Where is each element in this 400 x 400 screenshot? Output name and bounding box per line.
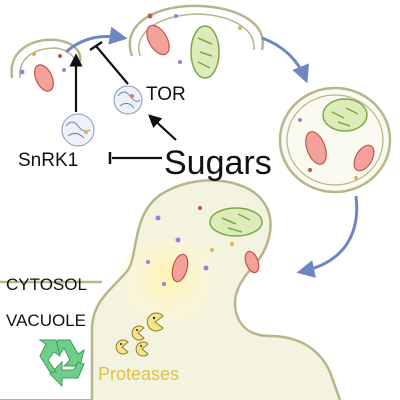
mitochondrion (171, 253, 189, 283)
proteases-label: Proteases (98, 364, 179, 384)
cycle-arrow (296, 195, 359, 278)
protease-icon (146, 312, 164, 332)
mitochondrion (353, 144, 375, 172)
tor-inhibition-line (95, 45, 129, 85)
mitochondrion (146, 24, 170, 56)
chloroplast (322, 98, 368, 132)
protein-complex-icon (61, 113, 95, 147)
autophagosome (278, 86, 392, 194)
protease-icon (115, 339, 129, 355)
mitochondrion (305, 131, 327, 165)
sugars-label: Sugars (164, 144, 272, 182)
phagophore-stage-2 (128, 4, 265, 79)
protease-icon (131, 325, 145, 341)
sugars-to-tor-arrow (148, 114, 177, 141)
recycle-icon (38, 339, 85, 388)
cycle-arrow (261, 36, 310, 84)
tor-inhibition-bar (89, 40, 103, 52)
cytosol-label: CYTOSOL (6, 275, 87, 294)
chloroplast (190, 25, 220, 79)
snrk1-label: SnRK1 (18, 150, 78, 171)
chloroplast (209, 207, 263, 237)
phagophore-stage-1 (10, 38, 82, 92)
mitochondrion (244, 250, 260, 274)
tor-label: TOR (146, 84, 186, 105)
cycle-arrow (65, 26, 128, 54)
vacuole-label: VACUOLE (6, 311, 86, 330)
mitochondrion (34, 64, 54, 92)
protease-icon (135, 341, 149, 357)
protein-complex-icon (113, 85, 143, 115)
